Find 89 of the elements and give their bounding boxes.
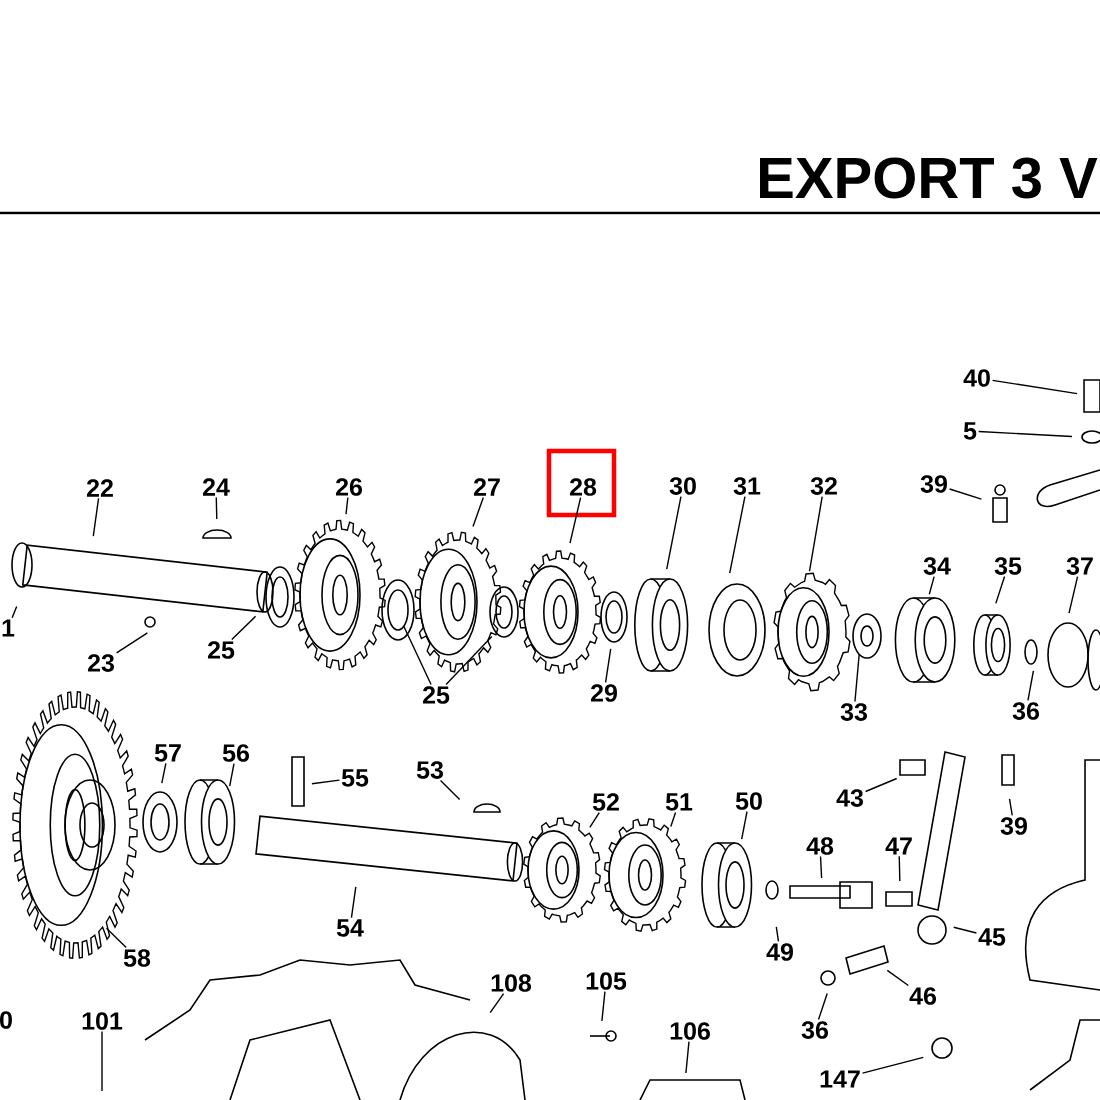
leader-line <box>589 811 600 829</box>
callout-number: 51 <box>665 793 693 811</box>
leader-line <box>991 379 1078 395</box>
callout-number: 43 <box>836 789 863 807</box>
leader-line <box>854 653 860 703</box>
leader-line <box>886 969 910 987</box>
callout-number: 25 <box>422 686 450 704</box>
leader-line <box>741 810 748 840</box>
callout-number: 27 <box>473 478 500 496</box>
leader-line <box>898 855 901 882</box>
leader-line <box>601 990 606 1022</box>
callout-number: 46 <box>909 987 936 1005</box>
leader-line <box>101 1030 103 1092</box>
leader-line <box>670 811 677 828</box>
callout-number: 108 <box>491 974 532 992</box>
callout-number: 39 <box>920 475 947 493</box>
callout-number: 0 <box>0 1011 12 1029</box>
callout-number: 53 <box>416 761 443 779</box>
callout-number: 32 <box>810 477 837 495</box>
leader-line <box>350 886 357 919</box>
callout-number: 35 <box>994 557 1022 575</box>
leader-line <box>808 495 823 572</box>
leader-line <box>489 992 505 1014</box>
callout-number: 58 <box>123 949 151 967</box>
callout-number: 40 <box>963 369 990 387</box>
callout-number: 30 <box>669 477 696 495</box>
callout-number: 147 <box>820 1070 860 1088</box>
leader-line <box>105 927 127 949</box>
callout-number: 36 <box>801 1021 828 1039</box>
leader-line <box>864 777 898 793</box>
callout-number: 25 <box>207 641 235 659</box>
leader-line <box>775 926 780 943</box>
callout-number: 45 <box>978 928 1006 946</box>
callout-number: 31 <box>733 477 761 495</box>
leader-line <box>472 496 484 528</box>
leader-line <box>231 615 257 641</box>
callout-number: 28 <box>569 478 597 496</box>
callout-number: 39 <box>1000 817 1027 835</box>
leader-line <box>229 762 235 787</box>
leader-line <box>953 926 978 934</box>
callout-number: 37 <box>1066 557 1093 575</box>
leader-line <box>403 625 432 686</box>
callout-number: 48 <box>806 837 834 855</box>
leader-line <box>729 495 746 574</box>
leader-line <box>1027 670 1035 702</box>
leader-line <box>345 496 349 515</box>
leader-line <box>977 430 1073 438</box>
callout-number: 1 <box>2 619 15 637</box>
leader-line <box>445 635 493 686</box>
leader-line <box>817 992 828 1021</box>
callout-number: 24 <box>202 478 230 496</box>
leader-line <box>92 497 100 537</box>
callout-number: 101 <box>82 1012 123 1030</box>
leader-line <box>685 1040 690 1074</box>
callout-number: 57 <box>154 744 181 762</box>
leader-line <box>604 648 612 684</box>
callout-number: 47 <box>885 837 912 855</box>
callout-number: 49 <box>766 943 793 961</box>
callout-number: 50 <box>735 792 762 810</box>
leader-line <box>1008 798 1013 817</box>
callout-number: 5 <box>963 422 977 440</box>
leader-line <box>666 495 682 570</box>
leader-line <box>311 779 341 785</box>
leader-line <box>11 605 18 619</box>
leader-line <box>161 762 167 784</box>
callout-number: 105 <box>586 972 627 990</box>
title: EXPORT 3 V <box>760 157 1098 199</box>
leader-line <box>1068 575 1079 614</box>
leader-line <box>215 496 218 520</box>
callout-number: 33 <box>840 703 867 721</box>
callout-number: 106 <box>670 1022 710 1040</box>
callout-number: 54 <box>336 919 364 937</box>
leader-line <box>861 1056 924 1074</box>
leader-line <box>439 779 461 801</box>
callout-number: 34 <box>923 557 951 575</box>
callout-number: 29 <box>590 684 617 702</box>
leader-line <box>948 488 983 500</box>
callout-number: 56 <box>222 744 249 762</box>
callout-number: 23 <box>87 654 114 672</box>
leader-line <box>115 632 149 654</box>
callout-number: 36 <box>1012 702 1039 720</box>
leader-line <box>995 575 1006 605</box>
callout-number: 52 <box>592 793 619 811</box>
leader-line <box>928 575 935 595</box>
callout-number: 55 <box>341 769 369 787</box>
leader-line <box>819 855 823 879</box>
leader-line <box>569 496 582 544</box>
callout-number: 26 <box>335 478 362 496</box>
callout-number: 22 <box>86 479 113 497</box>
